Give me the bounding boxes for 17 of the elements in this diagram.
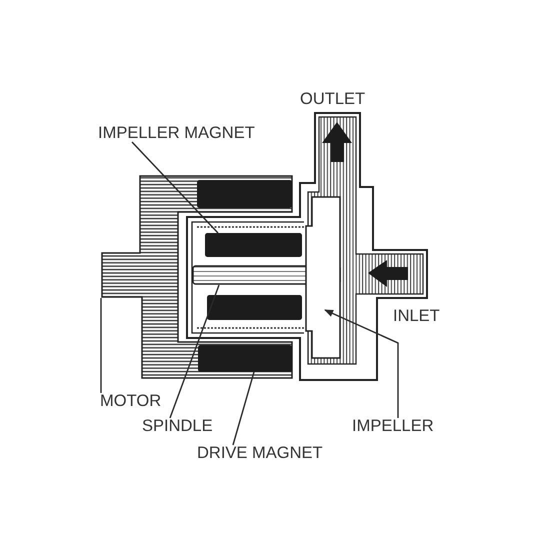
callout-label: IMPELLER — [352, 418, 434, 434]
leader-line — [169, 284, 220, 418]
magnet-block — [198, 345, 292, 372]
callout-label: IMPELLER MAGNET — [98, 125, 255, 142]
port-label: INLET — [393, 308, 440, 324]
leader-line — [100, 298, 102, 393]
callout-label: MOTOR — [100, 393, 162, 410]
callout-label: DRIVE MAGNET — [197, 445, 323, 462]
leader-line — [324, 309, 399, 418]
magnet-block — [197, 180, 292, 208]
port-label: OUTLET — [300, 91, 366, 108]
magnet-block — [205, 233, 302, 257]
leader-line — [232, 372, 255, 446]
leader-line — [132, 142, 218, 234]
impeller — [305, 196, 341, 359]
magnet-block — [207, 295, 302, 320]
callout-label: SPINDLE — [142, 418, 213, 434]
